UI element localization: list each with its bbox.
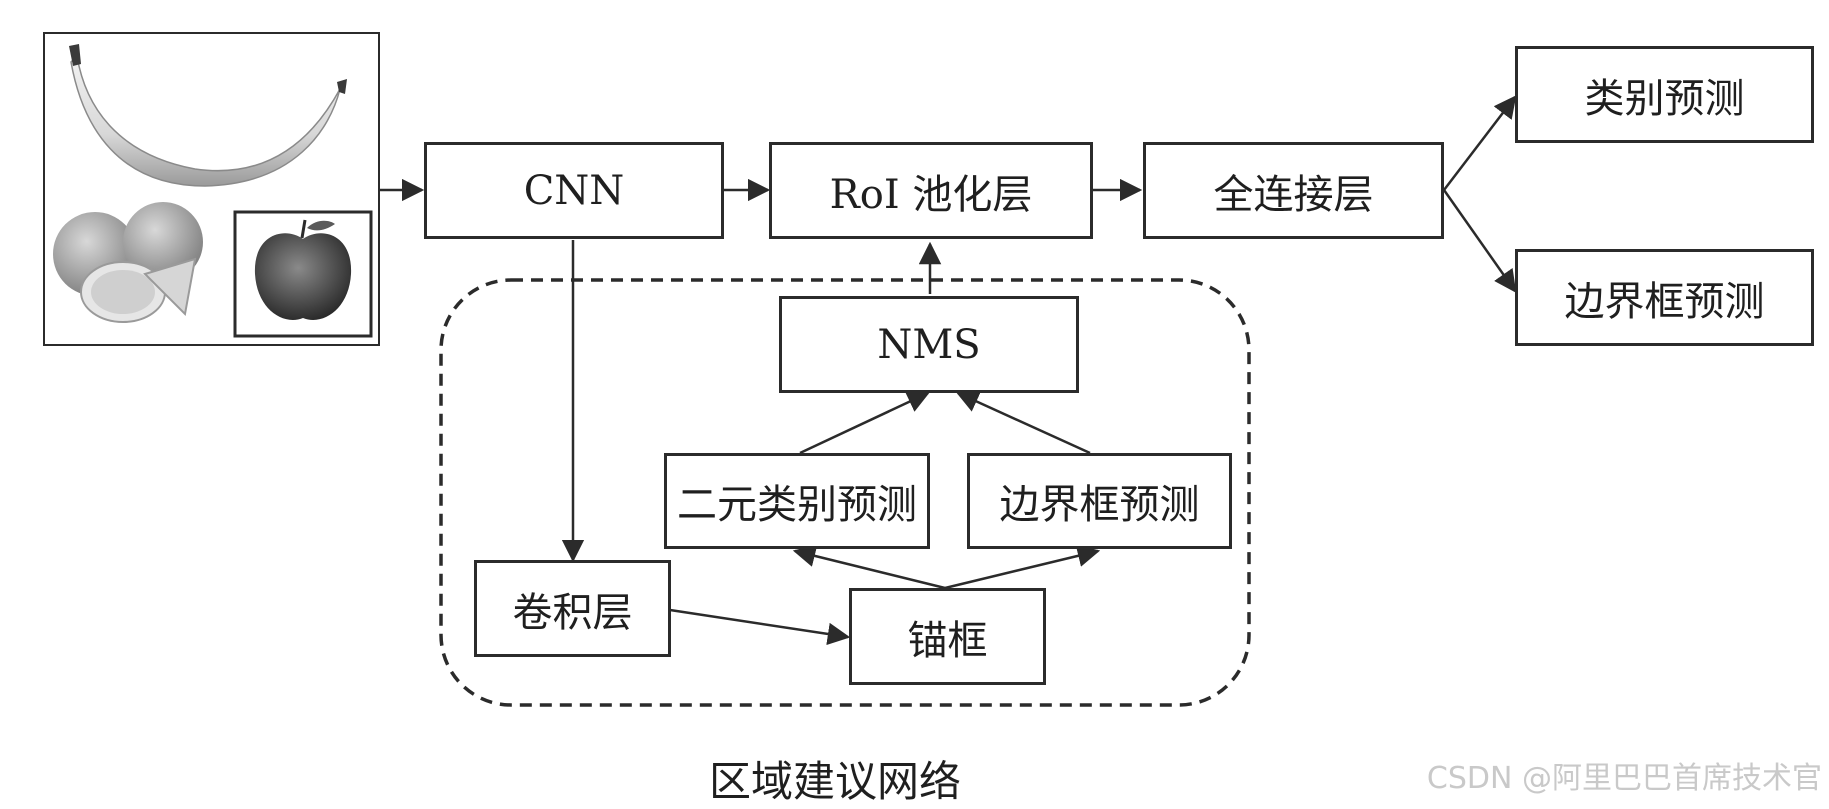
conv-layer-box: 卷积层 bbox=[474, 560, 671, 657]
input-image bbox=[43, 32, 380, 346]
nms-box: NMS bbox=[779, 296, 1079, 393]
region-proposal-caption: 区域建议网络 bbox=[708, 757, 961, 806]
arrow-anchor-to-rpnbbox bbox=[944, 544, 1101, 590]
roi-pooling-box: RoI 池化层 bbox=[769, 142, 1093, 239]
arrow-conv-to-anchor bbox=[669, 608, 851, 646]
apple-icon bbox=[254, 219, 352, 320]
banana-icon bbox=[69, 44, 347, 187]
bbox-prediction-box: 边界框预测 bbox=[1515, 249, 1814, 346]
watermark: CSDN @阿里巴巴首席技术官 bbox=[1426, 761, 1822, 796]
anchor-boxes-box: 锚框 bbox=[849, 588, 1046, 685]
region-proposal-boundary bbox=[439, 278, 1251, 707]
rpn-bbox-prediction-box: 边界框预测 bbox=[967, 453, 1232, 549]
arrow-binary-to-nms bbox=[799, 391, 931, 455]
class-prediction-box: 类别预测 bbox=[1515, 46, 1814, 143]
arrow-rpnbbox-to-nms bbox=[955, 391, 1091, 455]
fully-connected-box: 全连接层 bbox=[1143, 142, 1444, 239]
arrow-fc-to-class bbox=[1443, 95, 1517, 191]
arrow-anchor-to-binary bbox=[792, 544, 946, 590]
binary-class-prediction-box: 二元类别预测 bbox=[664, 453, 930, 549]
cnn-box: CNN bbox=[424, 142, 724, 239]
oranges-icon bbox=[53, 202, 203, 323]
fruit-illustration bbox=[53, 44, 373, 338]
arrow-fc-to-bbox bbox=[1442, 189, 1517, 293]
